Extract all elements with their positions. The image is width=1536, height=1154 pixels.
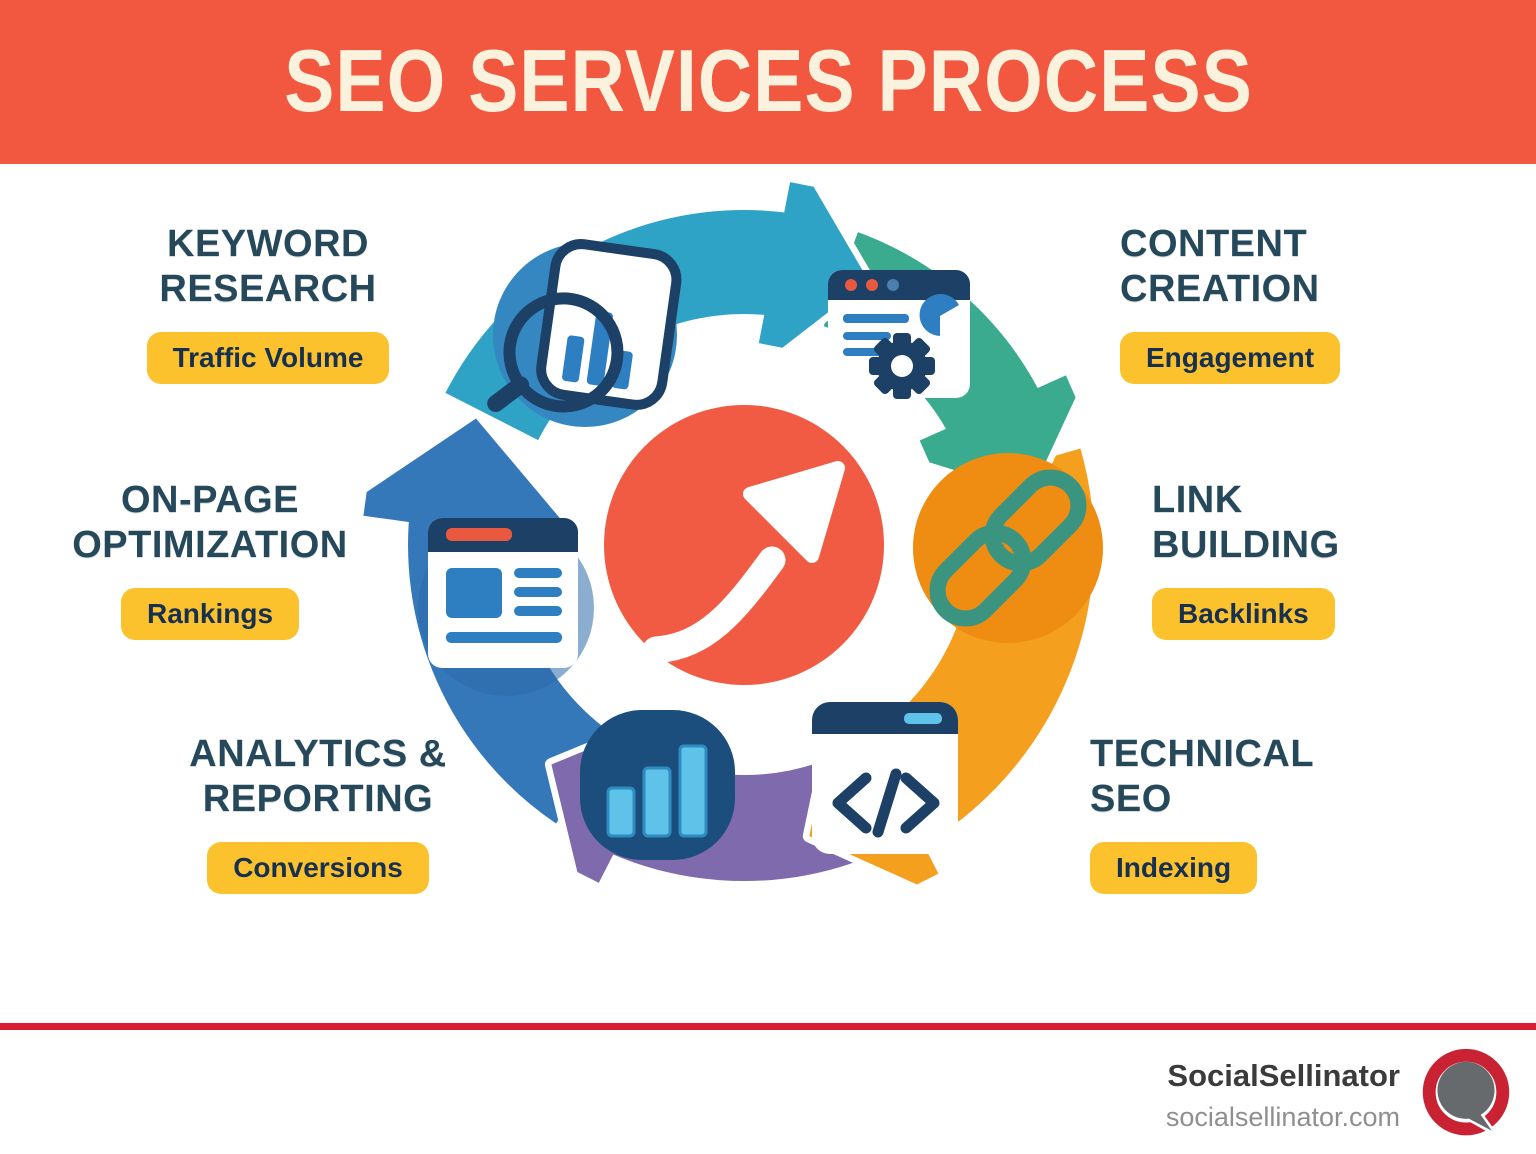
footer-divider [0, 1023, 1536, 1030]
stage-analytics-reporting: ANALYTICS & REPORTING Conversions [148, 732, 488, 894]
stage-keyword-research: KEYWORD RESEARCH Traffic Volume [118, 222, 418, 384]
stage-badge: Indexing [1090, 841, 1258, 894]
speech-bubble-ring-icon [1422, 1048, 1510, 1136]
magnifier-bar-chart-icon [487, 239, 682, 427]
stage-on-page-optimization: ON-PAGE OPTIMIZATION Rankings [40, 478, 380, 640]
stage-badge: Backlinks [1152, 587, 1335, 640]
stage-content-creation: CONTENT CREATION Engagement [1120, 222, 1460, 384]
stage-badge: Conversions [207, 841, 429, 894]
bar-chart-icon [580, 710, 735, 860]
stage-badge: Rankings [120, 587, 300, 640]
brand-name: SocialSellinator [1167, 1058, 1400, 1093]
trending-up-arrow-icon [604, 405, 884, 685]
stage-title: CONTENT CREATION [1120, 223, 1320, 310]
stage-technical-seo: TECHNICAL SEO Indexing [1090, 732, 1410, 894]
stage-title: KEYWORD RESEARCH [159, 223, 377, 310]
brand-website: socialsellinator.com [1165, 1102, 1400, 1132]
stage-badge: Engagement [1120, 331, 1341, 384]
stage-title: TECHNICAL SEO [1090, 733, 1315, 820]
code-window-icon [812, 702, 958, 854]
header-banner: SEO SERVICES PROCESS [0, 0, 1536, 164]
stage-title: ON-PAGE OPTIMIZATION [72, 479, 348, 566]
browser-gear-pie-icon [828, 270, 970, 399]
stage-title: ANALYTICS & REPORTING [189, 733, 447, 820]
footer-brand-block: SocialSellinator socialsellinator.com [1166, 1058, 1400, 1133]
browser-layout-icon [418, 518, 594, 696]
stage-title: LINK BUILDING [1152, 479, 1340, 566]
blue-segment-arrowhead [363, 418, 561, 543]
stage-link-building: LINK BUILDING Backlinks [1152, 478, 1472, 640]
page-title: SEO SERVICES PROCESS [283, 32, 1253, 131]
teal-segment-arrowhead [758, 182, 869, 348]
chain-link-icon [913, 453, 1103, 643]
stage-badge: Traffic Volume [146, 331, 390, 384]
